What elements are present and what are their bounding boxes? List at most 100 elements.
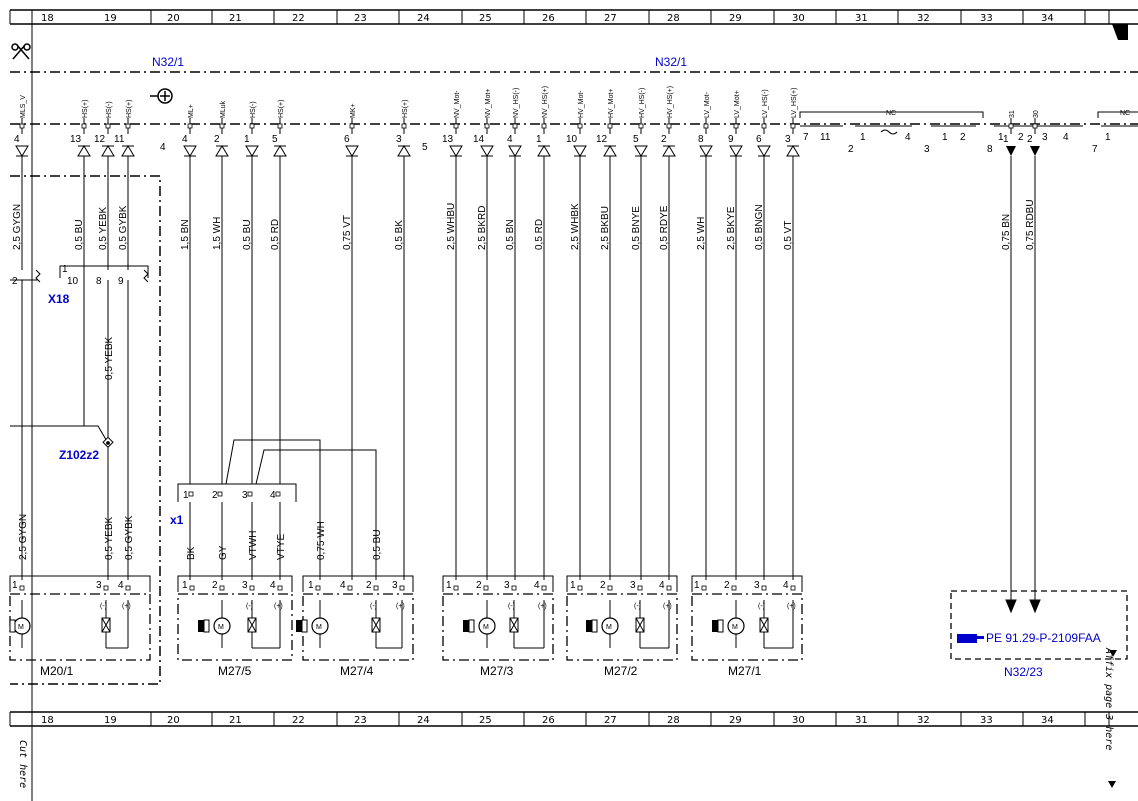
minus-sign: (-): [246, 603, 253, 610]
bottom-ruler-number: 19: [104, 715, 117, 726]
wire-label: 0,75 BN: [1001, 214, 1012, 250]
component-pin-number: 1: [182, 580, 188, 591]
component-pin-number: 3: [392, 580, 398, 591]
signal-pin-number: 1: [536, 134, 542, 145]
minus-sign: (-): [758, 603, 765, 610]
scissors-icon: [11, 43, 31, 60]
group-label-8: 8: [987, 144, 993, 155]
wire-label: 2,5 WH: [696, 217, 707, 250]
bottom-ruler-number: 32: [917, 715, 930, 726]
signal-pin-number: 2: [1027, 134, 1033, 145]
wire-label: 0,5 BN: [505, 219, 516, 250]
wire-label: 2,5 BKBU: [600, 206, 611, 250]
signal-name: HV_Mot-: [578, 90, 585, 118]
component-pin-number: 1: [446, 580, 452, 591]
wire-label: 0,5 BU: [74, 219, 85, 250]
top-ruler-number: 26: [542, 13, 555, 24]
right-pin-number: 11: [820, 132, 831, 143]
signal-pin-number: 4: [14, 134, 20, 145]
top-ruler-number: 29: [729, 13, 742, 24]
component-label: M27/1: [728, 664, 762, 678]
wire-label: 0,75 WH: [316, 521, 327, 560]
component-pin-number: 1: [12, 580, 18, 591]
bottom-ruler-number: 34: [1041, 715, 1054, 726]
component-label: M27/5: [218, 664, 252, 678]
wire-label: 2,5 GYGN: [12, 204, 23, 250]
z102-label: Z102z2: [59, 448, 99, 462]
signal-name: LV_Mot+: [734, 90, 741, 118]
signal-pin-number: 12: [94, 134, 106, 145]
x18-pin-number: 10: [67, 276, 79, 287]
top-ruler-number: 23: [354, 13, 367, 24]
x18-pin-number: 9: [118, 276, 124, 287]
signal-name: 30: [1033, 110, 1040, 118]
signal-pin-number: 10: [566, 134, 578, 145]
top-ruler-number: 30: [792, 13, 805, 24]
nc-label-2: NC: [1120, 110, 1130, 117]
top-ruler-number: 24: [417, 13, 430, 24]
wire-label: 0,75 RDBU: [1025, 199, 1036, 250]
group-label-3: 3: [924, 144, 930, 155]
bottom-ruler-number: 33: [980, 715, 993, 726]
x18-connector: [10, 265, 149, 283]
signal-name: HS(+): [82, 100, 89, 118]
wire-label: 0,5 GYBK: [118, 205, 129, 250]
right-pin-number: 1: [998, 132, 1004, 143]
signal-name: HV_HS(+): [667, 86, 674, 118]
wire-label: 0,5 BNYE: [631, 206, 642, 250]
component-pin-number: 2: [366, 580, 372, 591]
m20-1-boundary: [10, 175, 161, 685]
top-ruler-number: 22: [292, 13, 305, 24]
wire-label: 0,5 RDYE: [659, 205, 670, 250]
bottom-ruler-number: 31: [855, 715, 868, 726]
signal-pin-number: 9: [728, 134, 734, 145]
bottom-ruler-number: 27: [604, 715, 617, 726]
component-pin-number: 4: [534, 580, 540, 591]
component-pin-number: 4: [783, 580, 789, 591]
affix-arrow-icon: [1109, 650, 1117, 657]
wire-label: 1,5 BN: [180, 219, 191, 250]
wire-label: VTYE: [276, 534, 287, 560]
signal-pin-number: 2: [214, 134, 220, 145]
component-label: M20/1: [40, 664, 74, 678]
signal-pin-number: 3: [785, 134, 791, 145]
component-label: M27/2: [604, 664, 638, 678]
signal-name: LV_HS(+): [791, 88, 798, 118]
x1-label: x1: [170, 513, 184, 527]
right-pin-number: 4: [1063, 132, 1069, 143]
component-pin-number: 2: [724, 580, 730, 591]
motor-icon: M: [18, 624, 24, 631]
signal-name: HS(-): [250, 101, 257, 118]
signal-name: LV_HS(-): [762, 89, 769, 118]
right-pin-number: 1: [942, 132, 948, 143]
group-label-4: 4: [160, 142, 166, 153]
wire-label: 0,5 GYBK: [124, 515, 135, 560]
component-pin-number: 1: [694, 580, 700, 591]
affix-arrow-bottom-icon: [1108, 781, 1116, 788]
wire-label: 2,5 BKRD: [477, 206, 488, 250]
right-pin-number: 1: [860, 132, 866, 143]
bottom-ruler-number: 18: [41, 715, 54, 726]
minus-sign: (-): [100, 603, 107, 610]
plus-sign: (+): [538, 603, 547, 610]
group-label-5: 5: [422, 142, 428, 153]
top-ruler-number: 28: [667, 13, 680, 24]
n32-23-reference-link[interactable]: PE 91.29-P-2109FAA: [986, 631, 1101, 645]
signal-pin-number: 8: [698, 134, 704, 145]
top-ruler-number: 32: [917, 13, 930, 24]
component-pin-number: 4: [340, 580, 346, 591]
wire-label: 0,5 RD: [270, 219, 281, 250]
right-pin-number: 2: [960, 132, 966, 143]
group-label-7: 7: [1092, 144, 1098, 155]
plus-sign: (+): [396, 603, 405, 610]
x18-pin-number: 2: [12, 276, 18, 287]
wire-label: 0,5 YEBK: [98, 206, 109, 250]
signal-pin-number: 11: [114, 134, 125, 145]
component-pin-number: 1: [308, 580, 314, 591]
n32-1-label-right: N32/1: [655, 55, 687, 69]
signal-name: HS(-): [106, 101, 113, 118]
